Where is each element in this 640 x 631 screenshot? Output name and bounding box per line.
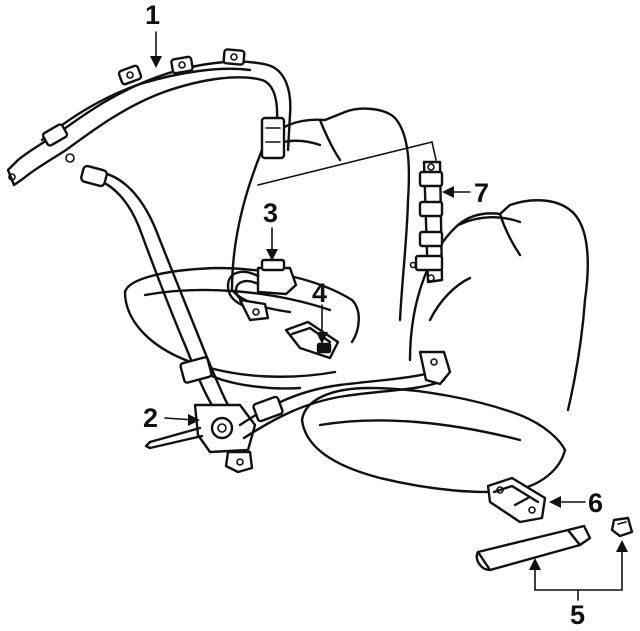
curtain-airbag bbox=[6, 48, 292, 187]
lap-belt bbox=[238, 350, 452, 440]
callout-6: 6 bbox=[588, 488, 603, 518]
callout-labels: 1 2 3 4 5 6 7 bbox=[143, 0, 603, 630]
pretensioner-cap bbox=[610, 516, 634, 538]
callout-4: 4 bbox=[312, 278, 327, 308]
callout-2: 2 bbox=[143, 403, 158, 433]
callout-1: 1 bbox=[145, 0, 160, 30]
callout-7: 7 bbox=[474, 178, 489, 208]
callout-5: 5 bbox=[570, 600, 585, 630]
belt-tongue bbox=[284, 320, 340, 360]
shoulder-belt bbox=[80, 164, 230, 412]
mount-bracket bbox=[486, 476, 547, 524]
right-seat-cushion bbox=[300, 386, 567, 494]
callout-3: 3 bbox=[263, 198, 278, 228]
buckle-assembly bbox=[226, 258, 298, 322]
leader-lines bbox=[150, 31, 628, 601]
height-adjuster bbox=[409, 160, 444, 284]
pretensioner-cylinder bbox=[475, 524, 592, 572]
belt-retractor bbox=[144, 403, 257, 474]
